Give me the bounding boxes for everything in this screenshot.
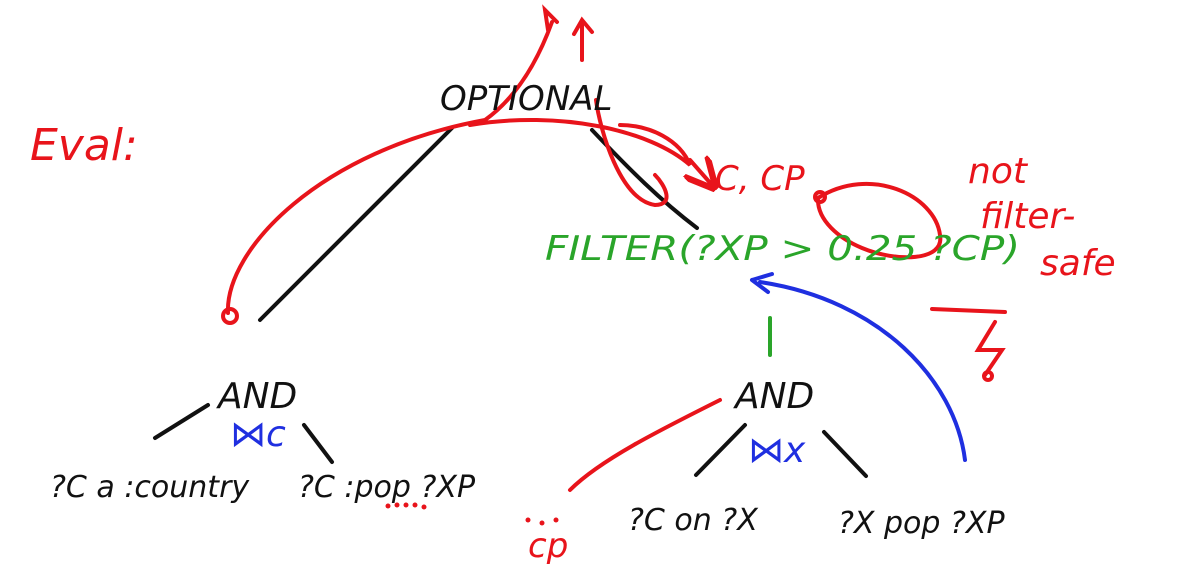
right-pattern-on: ?C on ?X [628,503,759,538]
edge-right-and-to-pattern1 [694,423,747,477]
left-pattern-country: ?C a :country [50,470,250,505]
not-filter-safe-line1: not [968,151,1029,192]
red-dots [385,502,559,526]
not-filter-safe-line3: safe [1040,243,1116,284]
right-and-node: AND [733,376,814,417]
eval-arrow-up-right [572,16,594,62]
evaluation-flow [221,4,1007,492]
edge-right-and-to-pattern2 [822,430,868,478]
eval-loop-c-cp [816,181,943,260]
blue-arrow-to-filter [750,272,967,462]
eval-lightning [974,320,1006,377]
left-join-symbol: ⋈c [230,414,286,455]
edge-left-and-to-pattern2 [302,423,334,464]
eval-start-dot [221,307,239,325]
eval-loop-optional [468,98,692,208]
eval-c-cp-dot [813,190,827,204]
eval-arrow-to-c-cp [690,160,712,185]
filter-node: FILTER(?XP > 0.25 ?CP) [545,229,1020,269]
c-cp-label: C, CP [715,159,805,199]
not-filter-safe-line2: filter- [980,196,1075,237]
eval-label: Eval: [30,120,138,171]
eval-end-dot [982,370,994,382]
optional-node: OPTIONAL [440,79,612,119]
eval-arrow-left-up [225,20,554,315]
eval-arrow-top [542,4,559,32]
left-pattern-pop: ?C :pop ?XP [298,470,476,505]
eval-underline-cp [930,307,1007,314]
right-pattern-pop: ?X pop ?XP [838,506,1005,541]
right-missing-cp: cp [528,526,568,566]
edge-optional-to-left-and [258,126,454,322]
eval-right-and-branch [568,398,722,492]
left-and-node: AND [216,376,297,417]
edge-left-and-to-pattern1 [153,403,210,440]
right-join-symbol: ⋈x [748,430,806,471]
